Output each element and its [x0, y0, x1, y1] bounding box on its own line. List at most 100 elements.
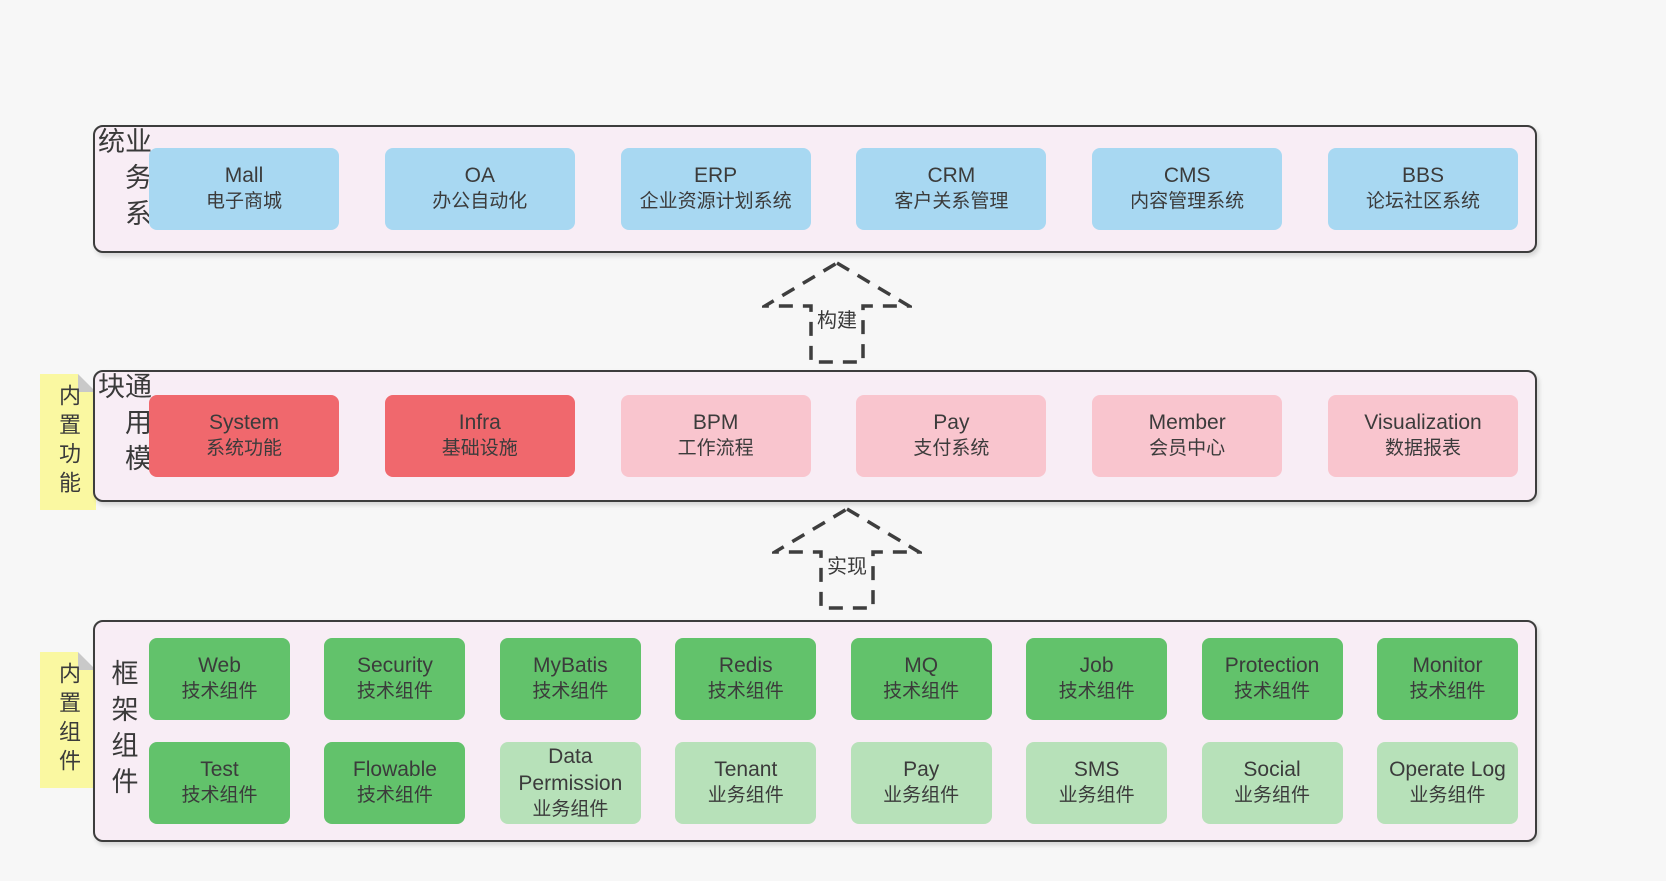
module-box-title: Social	[1243, 758, 1301, 782]
implement-arrow-label: 实现	[824, 549, 870, 580]
module-box-title: BBS	[1401, 164, 1444, 188]
module-box-title: SMS	[1073, 758, 1120, 782]
module-box-social: Social 业务组件	[1201, 742, 1343, 824]
module-box-title: Flowable	[352, 758, 437, 782]
module-box-title: Job	[1079, 654, 1114, 678]
module-box-web: Web 技术组件	[149, 638, 290, 720]
module-box-title: Operate Log	[1389, 758, 1506, 782]
module-box-subtitle: 支付系统	[913, 438, 990, 460]
module-box-subtitle: 会员中心	[1149, 438, 1226, 460]
build-arrow-label: 构建	[814, 303, 860, 334]
module-box-system: System 系统功能	[149, 395, 339, 477]
implement-arrow: 实现	[772, 506, 922, 612]
module-box-subtitle: 业务组件	[532, 798, 609, 820]
module-box-title: Redis	[718, 654, 773, 678]
module-box-subtitle: 内容管理系统	[1130, 191, 1245, 213]
module-box-subtitle: 业务组件	[707, 785, 784, 807]
module-box-subtitle: 业务组件	[1234, 785, 1311, 807]
module-box-title: Pay	[933, 411, 970, 435]
module-box-subtitle: 技术组件	[1234, 681, 1311, 703]
module-box-subtitle: 技术组件	[356, 785, 433, 807]
module-box-bbs: BBS 论坛社区系统	[1327, 148, 1518, 230]
module-box-pay: Pay 支付系统	[856, 395, 1047, 477]
module-box-title: OA	[464, 164, 495, 188]
module-box-mall: Mall 电子商城	[149, 148, 339, 230]
module-box-title: Member	[1148, 411, 1226, 435]
module-box-job: Job 技术组件	[1026, 638, 1168, 720]
module-box-redis: Redis 技术组件	[675, 638, 817, 720]
module-box-subtitle: 系统功能	[205, 438, 282, 460]
module-box-subtitle: 客户关系管理	[894, 191, 1009, 213]
module-box-subtitle: 技术组件	[707, 681, 784, 703]
module-box-title: Tenant	[714, 758, 778, 782]
module-box-title: MyBatis	[533, 654, 608, 678]
module-box-cms: CMS 内容管理系统	[1092, 148, 1283, 230]
band-label-business-systems: 业务系统	[94, 127, 151, 251]
module-box-subtitle: 业务组件	[883, 785, 960, 807]
module-box-title: CRM	[927, 164, 976, 188]
module-box-subtitle: 技术组件	[532, 681, 609, 703]
module-box-subtitle: 业务组件	[1058, 785, 1135, 807]
module-box-title: Visualization	[1364, 411, 1482, 435]
module-box-mybatis: MyBatis 技术组件	[499, 638, 641, 720]
module-box-subtitle: 数据报表	[1384, 438, 1461, 460]
module-box-title: Data Permission	[518, 744, 623, 795]
module-box-subtitle: 技术组件	[181, 785, 258, 807]
module-box-title: Mall	[224, 164, 264, 188]
module-box-visualization: Visualization 数据报表	[1327, 395, 1518, 477]
band-label-text: 框架组件	[107, 659, 138, 803]
module-box-title: System	[208, 411, 279, 435]
module-box-subtitle: 技术组件	[1409, 681, 1486, 703]
build-arrow: 构建	[762, 260, 912, 366]
module-box-protection: Protection 技术组件	[1201, 638, 1343, 720]
module-box-title: Protection	[1224, 654, 1320, 678]
module-box-title: MQ	[904, 654, 939, 678]
module-box-crm: CRM 客户关系管理	[856, 148, 1047, 230]
module-box-operate-log: Operate Log 业务组件	[1376, 742, 1518, 824]
module-box-tenant: Tenant 业务组件	[675, 742, 817, 824]
sticky-note-built-in-components: 内置组件	[40, 652, 96, 788]
module-box-title: Infra	[458, 411, 501, 435]
module-box-subtitle: 技术组件	[1058, 681, 1135, 703]
module-box-oa: OA 办公自动化	[384, 148, 575, 230]
module-box-subtitle: 业务组件	[1409, 785, 1486, 807]
module-box-title: Pay	[903, 758, 940, 782]
band-label-text: 业务系统	[94, 127, 151, 235]
module-box-data-permission: Data Permission 业务组件	[499, 742, 641, 824]
module-box-subtitle: 论坛社区系统	[1365, 191, 1480, 213]
module-box-flowable: Flowable 技术组件	[324, 742, 466, 824]
module-box-title: BPM	[692, 411, 739, 435]
module-box-subtitle: 办公自动化	[432, 191, 528, 213]
module-box-subtitle: 电子商城	[205, 191, 282, 213]
band-label-common-modules: 通用模块	[94, 372, 151, 500]
module-box-infra: Infra 基础设施	[384, 395, 575, 477]
sticky-note-label: 内置组件	[56, 662, 81, 778]
sticky-note-label: 内置功能	[56, 384, 81, 500]
module-box-subtitle: 技术组件	[883, 681, 960, 703]
band-label-framework-components: 框架组件	[95, 622, 149, 840]
module-box-title: Web	[198, 654, 241, 678]
module-box-sms: SMS 业务组件	[1026, 742, 1168, 824]
module-box-title: CMS	[1163, 164, 1211, 188]
module-box-test: Test 技术组件	[149, 742, 290, 824]
module-box-subtitle: 基础设施	[441, 438, 518, 460]
module-box-title: ERP	[694, 164, 738, 188]
module-box-subtitle: 技术组件	[181, 681, 258, 703]
band-label-text: 通用模块	[94, 372, 151, 480]
module-box-member: Member 会员中心	[1092, 395, 1283, 477]
module-box-title: Test	[200, 758, 239, 782]
module-box-mq: MQ 技术组件	[850, 638, 992, 720]
sticky-note-built-in-features: 内置功能	[40, 374, 96, 510]
module-box-title: Security	[356, 654, 433, 678]
